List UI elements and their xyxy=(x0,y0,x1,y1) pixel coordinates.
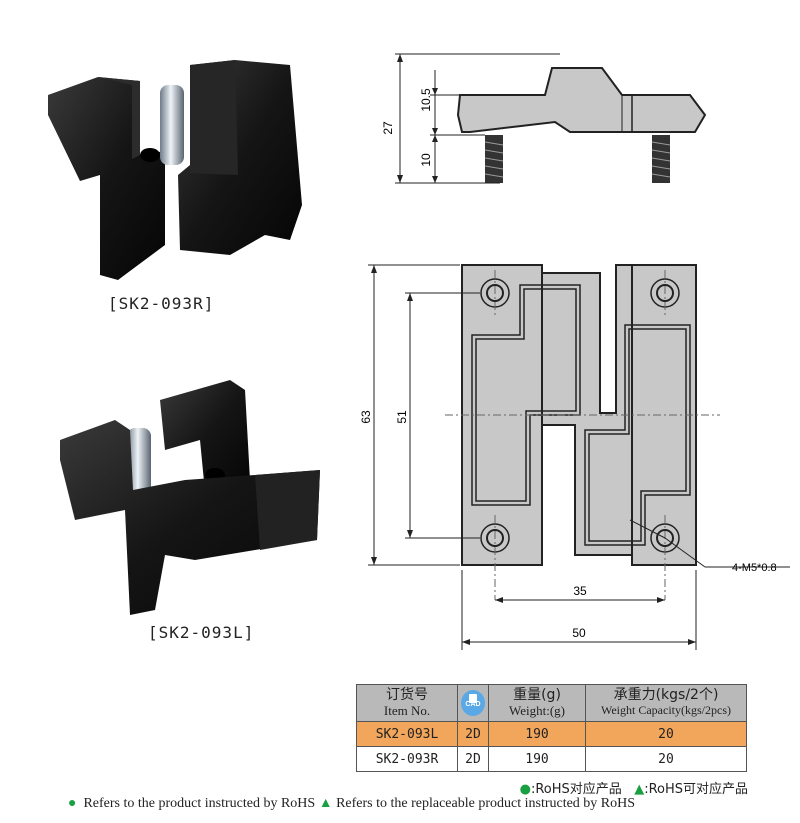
col-item: 订货号 Item No. xyxy=(356,684,458,722)
rohs-dot-icon: ● xyxy=(68,796,77,811)
rohs-dot-icon: ● xyxy=(519,782,531,797)
side-view-drawing: 27 10.5 10 xyxy=(381,53,707,184)
legend-en: ● Refers to the product instructed by Ro… xyxy=(68,796,636,811)
front-view-drawing: 63 51 35 50 4-M5*0.8 xyxy=(360,264,790,650)
rohs-triangle-icon: ▲ xyxy=(318,796,333,811)
dim-thread-callout: 4-M5*0.8 xyxy=(732,562,777,574)
table-row: SK2-093L 2D 190 20 xyxy=(356,721,747,747)
legend-zh: ●:RoHS对应产品 ▲:RoHS可对应产品 xyxy=(519,782,748,797)
col-cad: CAD xyxy=(457,684,489,722)
caption-sk2-093r: [SK2-093R] xyxy=(108,294,215,313)
hinge-photo-right xyxy=(48,60,302,280)
cad-icon: CAD xyxy=(461,690,485,716)
dim-side-body: 10.5 xyxy=(419,88,433,112)
caption-sk2-093l: [SK2-093L] xyxy=(148,623,255,642)
hinge-photo-left xyxy=(60,380,320,615)
dim-front-hole-v: 51 xyxy=(395,410,409,424)
table-row: SK2-093R 2D 190 20 xyxy=(356,746,747,772)
dim-side-screw: 10 xyxy=(419,153,433,167)
col-capacity: 承重力(kgs/2个) Weight Capacity(kgs/2pcs) xyxy=(585,684,747,722)
dim-side-total: 27 xyxy=(381,121,395,135)
rohs-triangle-icon: ▲ xyxy=(634,782,645,797)
col-weight: 重量(g) Weight:(g) xyxy=(488,684,586,722)
dim-front-width: 50 xyxy=(572,626,586,640)
dim-front-hole-h: 35 xyxy=(573,584,587,598)
spec-table: 订货号 Item No. CAD 重量(g) Weight:(g) 承重力(kg… xyxy=(356,684,747,772)
dim-front-height: 63 xyxy=(360,410,373,424)
